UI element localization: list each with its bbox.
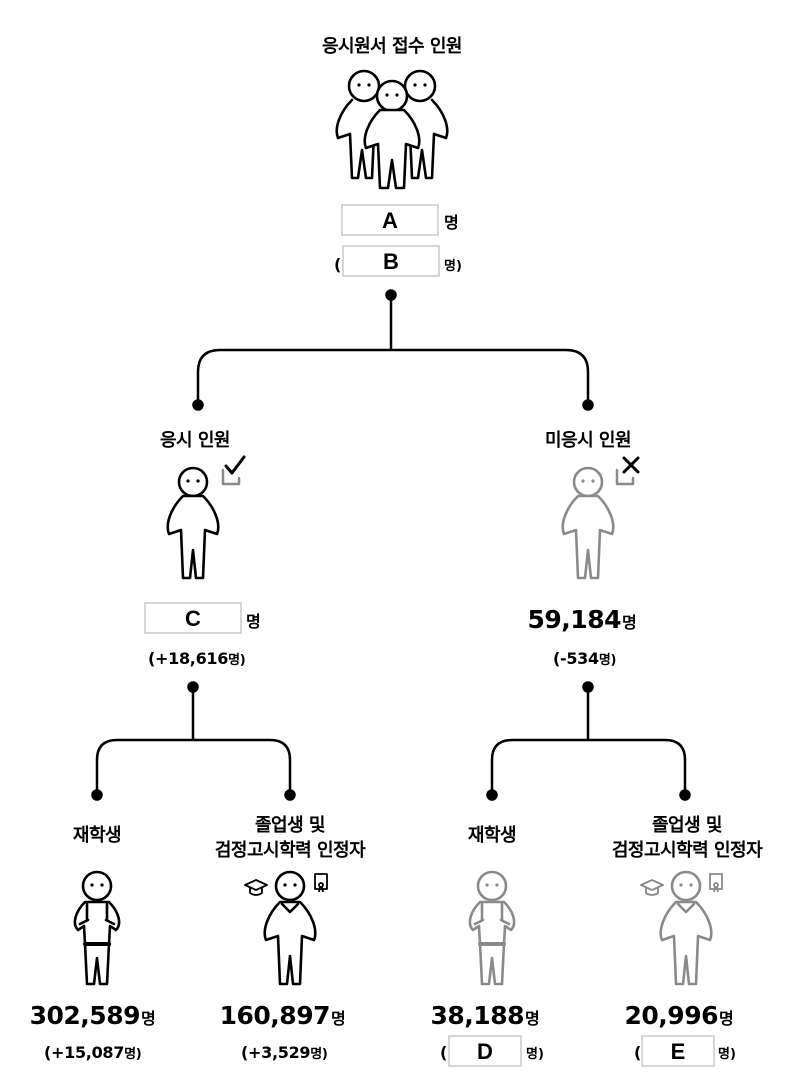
taken-enrolled-title: 재학생 — [73, 824, 121, 846]
taken-branch-connector — [91, 681, 296, 801]
student-grey-icon — [468, 870, 516, 986]
absent-enrolled-title: 재학생 — [468, 824, 516, 846]
student-icon — [73, 870, 121, 986]
label-c: C — [185, 606, 201, 631]
not-taken-title: 미응시 인원 — [545, 430, 631, 451]
not-taken-branch-connector — [486, 681, 691, 801]
absent-enrolled-value: 38,188 — [431, 1001, 524, 1030]
people-group-icon — [335, 69, 449, 190]
taken-graduates-title-line1: 졸업생 및 — [255, 815, 325, 836]
unit-a: 명 — [444, 213, 459, 232]
unit-c: 명 — [246, 612, 261, 631]
absent-graduates-title-line2: 검정고시학력 인정자 — [612, 839, 763, 861]
taken-graduates-change: (+3,529명) — [241, 1043, 328, 1062]
paren-open-e: ( — [634, 1043, 641, 1062]
label-b: B — [383, 249, 399, 274]
graduate-person-grey-icon — [659, 870, 713, 986]
taken-change: (+18,616명) — [148, 649, 245, 668]
root-branch-connector — [192, 289, 594, 411]
taken-enrolled-unit: 명 — [141, 1009, 156, 1028]
taken-graduates-value: 160,897 — [220, 1001, 330, 1030]
not-taken-unit: 명 — [622, 613, 637, 632]
taken-title: 응시 인원 — [160, 430, 230, 451]
cross-icon — [615, 456, 640, 486]
answer-box-c — [144, 602, 242, 634]
taken-graduates-title-line2: 검정고시학력 인정자 — [215, 839, 366, 861]
paren-open-d: ( — [440, 1043, 447, 1062]
taken-graduates-unit: 명 — [331, 1009, 346, 1028]
person-not-taken-icon — [561, 466, 615, 580]
root-title: 응시원서 접수 인원 — [322, 36, 462, 57]
paren-open-b: ( — [334, 255, 341, 274]
unit-d: 명) — [526, 1046, 544, 1062]
check-icon — [221, 455, 246, 486]
taken-enrolled-change: (+15,087명) — [44, 1043, 141, 1062]
unit-b: 명) — [444, 258, 462, 274]
label-e: E — [671, 1039, 686, 1064]
graduate-person-icon — [263, 870, 317, 986]
taken-enrolled-value: 302,589 — [30, 1001, 140, 1030]
answer-box-d — [448, 1035, 522, 1067]
not-taken-change: (-534명) — [553, 649, 616, 668]
label-a: A — [382, 208, 398, 233]
absent-graduates-unit: 명 — [719, 1009, 734, 1028]
certificate-icon — [314, 873, 328, 893]
graduation-cap-icon — [244, 879, 268, 896]
answer-box-e — [641, 1035, 715, 1067]
answer-box-b — [342, 245, 440, 277]
absent-enrolled-unit: 명 — [525, 1009, 540, 1028]
answer-box-a — [341, 204, 439, 236]
certificate-grey-icon — [709, 873, 723, 893]
unit-e: 명) — [718, 1046, 736, 1062]
graduation-cap-grey-icon — [640, 879, 664, 896]
absent-graduates-title-line1: 졸업생 및 — [652, 815, 722, 836]
person-taken-icon — [166, 466, 220, 580]
not-taken-value: 59,184 — [528, 605, 622, 634]
label-d: D — [477, 1039, 493, 1064]
absent-graduates-value: 20,996 — [625, 1001, 719, 1030]
